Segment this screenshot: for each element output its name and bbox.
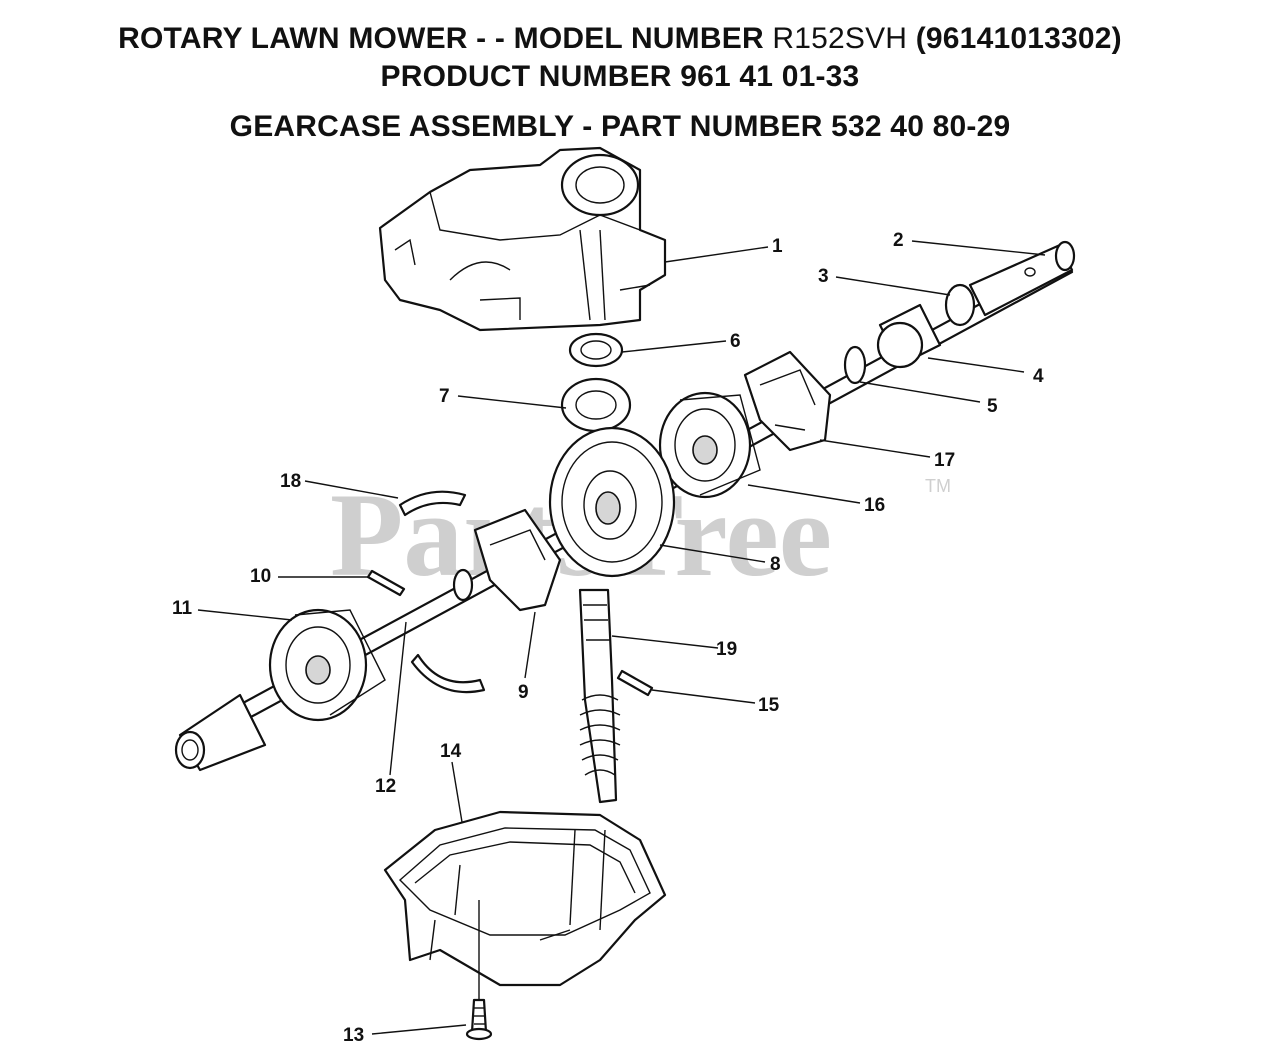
callout-11: 11 [172,598,193,619]
part-upper-housing [378,146,667,332]
callout-12: 12 [375,776,396,797]
callout-3: 3 [818,266,829,287]
part-clutch-9 [473,508,562,612]
part-washer-5 [843,345,867,385]
part-washer-9b [452,568,474,602]
callout-labels: 1 2 3 4 5 6 7 8 9 10 11 12 13 14 15 16 1… [172,230,1044,1046]
part-bushing-4 [876,303,942,369]
callout-5: 5 [987,396,998,417]
part-bushing-half-18 [398,490,467,517]
part-clutch-17 [743,350,832,452]
callout-10: 10 [250,566,271,587]
part-bearing-7 [560,377,632,433]
model-number: R152SVH [772,22,908,55]
title-line-assembly: GEARCASE ASSEMBLY - PART NUMBER 532 40 8… [229,110,1011,143]
part-shaft-end-left [174,693,267,772]
title-line-product: PRODUCT NUMBER 961 41 01-33 [380,60,860,93]
part-clutch-cup-16 [658,391,761,499]
part-washer-3 [944,283,976,327]
part-shaft-end-2 [968,240,1076,317]
callout-19: 19 [716,639,737,660]
callout-9: 9 [518,682,529,703]
title-line-model: ROTARY LAWN MOWER - - MODEL NUMBER R152S… [0,22,1240,56]
callout-6: 6 [730,331,741,352]
part-worm-gear-8 [548,426,676,578]
callout-13: 13 [343,1025,364,1046]
part-worm-shaft-19 [578,588,621,804]
title-prefix: ROTARY LAWN MOWER - - MODEL NUMBER [118,22,764,55]
part-pin-15 [616,669,654,697]
callout-14: 14 [440,741,462,762]
watermark-trademark: TM [925,476,951,496]
callout-18: 18 [280,471,301,492]
part-lower-housing-14 [383,810,667,987]
part-bushing-half-lower [410,653,486,694]
callout-16: 16 [864,495,885,516]
callout-1: 1 [772,236,783,257]
callout-15: 15 [758,695,780,716]
part-bearing-6 [568,332,624,368]
callout-17: 17 [934,450,955,471]
model-code: (96141013302) [915,22,1122,55]
callout-2: 2 [893,230,904,251]
callout-4: 4 [1033,366,1044,387]
leader-lines [197,240,1046,1035]
callout-8: 8 [770,554,781,575]
part-pin-10 [366,569,406,597]
callout-7: 7 [439,386,450,407]
part-clutch-cup-11 [268,608,386,722]
part-screw-13 [465,900,493,1041]
